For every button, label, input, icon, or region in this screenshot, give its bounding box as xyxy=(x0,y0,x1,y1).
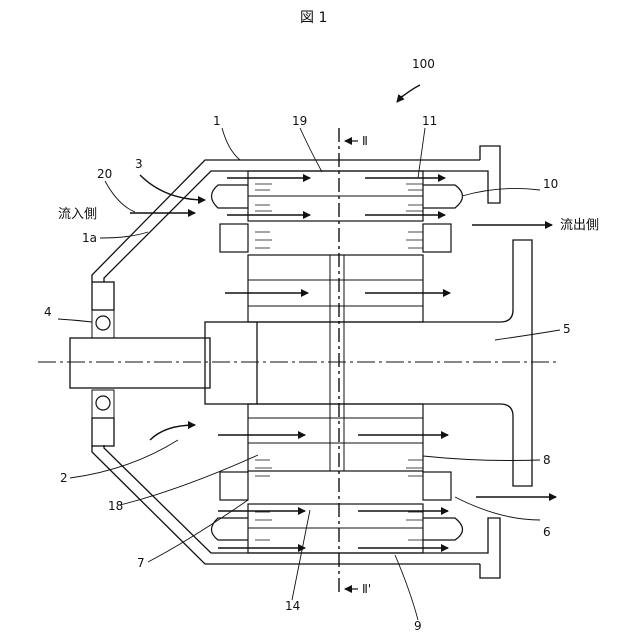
section-label-top: Ⅱ xyxy=(362,134,368,148)
label-18: 18 xyxy=(108,499,123,513)
coil-loop-upper-right xyxy=(423,185,463,208)
shaft-end xyxy=(70,338,210,388)
label-5: 5 xyxy=(563,322,571,336)
end-block-upper-right xyxy=(423,224,451,252)
end-block-upper-left xyxy=(220,224,248,252)
label-14: 14 xyxy=(285,599,300,613)
label-7: 7 xyxy=(137,556,145,570)
label-11: 11 xyxy=(422,114,437,128)
inlet-label: 流入側 xyxy=(58,207,97,222)
bearing-block-lower xyxy=(92,418,114,446)
shaft-body xyxy=(257,240,532,486)
end-block-lower-right xyxy=(423,472,451,500)
bearing-frame-lower xyxy=(92,390,114,418)
bearing-ball-upper xyxy=(96,316,110,330)
end-block-lower-left xyxy=(220,472,248,500)
outlet-label: 流出側 xyxy=(560,218,599,233)
leader-lines xyxy=(58,128,560,620)
housing-upper-inner xyxy=(104,171,480,282)
label-10: 10 xyxy=(543,177,558,191)
label-20: 20 xyxy=(97,167,112,181)
bearing-ball-lower xyxy=(96,396,110,410)
flow-arrows xyxy=(130,85,556,548)
label-8: 8 xyxy=(543,453,551,467)
section-label-bottom: Ⅱ' xyxy=(362,582,371,596)
bearing-frame-upper xyxy=(92,310,114,338)
label-1a: 1a xyxy=(82,231,97,245)
outlet-flange-lower xyxy=(480,518,500,578)
label-1: 1 xyxy=(213,114,221,128)
label-2: 2 xyxy=(60,471,68,485)
label-6: 6 xyxy=(543,525,551,539)
bearing-block-upper xyxy=(92,282,114,310)
label-19: 19 xyxy=(292,114,307,128)
rotor-upper xyxy=(248,255,423,322)
housing-lower-inner xyxy=(104,445,480,553)
figure-title: 図 1 xyxy=(300,10,327,26)
label-4: 4 xyxy=(44,305,52,319)
shaft-hub xyxy=(205,322,257,404)
label-100: 100 xyxy=(412,57,435,71)
label-3: 3 xyxy=(135,157,143,171)
rotor-lower xyxy=(248,404,423,471)
label-9: 9 xyxy=(414,619,422,633)
coil-loop-upper-left xyxy=(212,185,249,208)
outlet-flange-upper xyxy=(480,146,500,203)
coil-loop-lower-right xyxy=(423,518,463,540)
